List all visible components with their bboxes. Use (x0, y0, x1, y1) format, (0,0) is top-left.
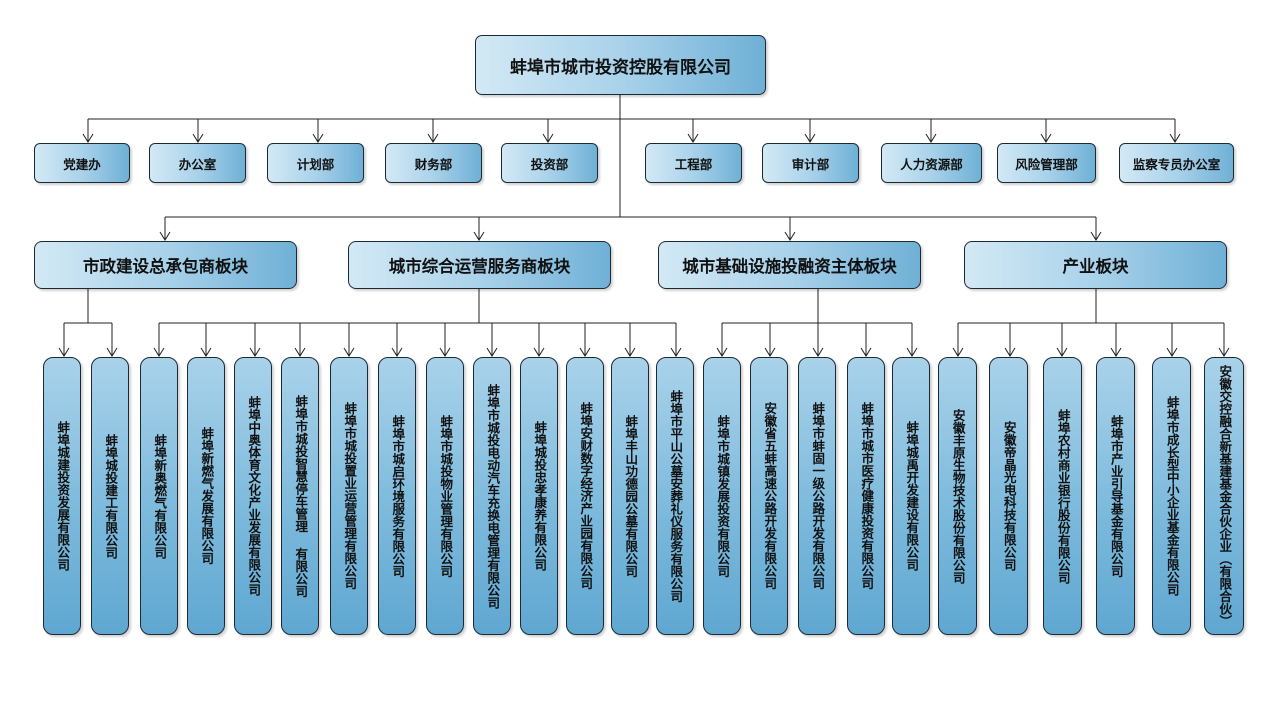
sector-infrastructure-financing: 城市基础设施投融资主体板块 (658, 241, 921, 289)
arrow-head (1110, 347, 1122, 357)
dept-risk-management: 风险管理部 (997, 143, 1096, 183)
company-box: 蚌埠市成长型中小企业基金有限公司 (1152, 357, 1191, 635)
arrow-head (1218, 347, 1230, 357)
company-box: 蚌埠新奥燃气有限公司 (140, 357, 178, 635)
arrow-head (670, 347, 682, 357)
arrow-head (153, 347, 165, 357)
company-box: 蚌埠市城市医疗健康投资有限公司 (847, 357, 885, 635)
sector-industry: 产业板块 (964, 241, 1227, 289)
sector-urban-operation-services: 城市综合运营服务商板块 (348, 241, 611, 289)
arrow-head (1004, 347, 1016, 357)
arrow-head (784, 231, 796, 241)
arrow-head (1169, 133, 1181, 143)
company-box: 蚌埠市城镇发展投资有限公司 (703, 357, 741, 635)
arrow-head (804, 133, 816, 143)
arrow-head (391, 347, 403, 357)
company-box: 蚌埠城建投资发展有限公司 (43, 357, 81, 635)
company-box: 蚌埠市产业引导基金有限公司 (1096, 357, 1135, 635)
company-box: 蚌埠市平山公墓安葬礼仪服务有限公司 (656, 357, 694, 635)
company-box: 安徽交控融合新基建基金合伙企业（有限合伙） (1204, 357, 1244, 635)
dept-supervision-office: 监察专员办公室 (1119, 143, 1234, 183)
dept-party-building-office: 党建办 (34, 143, 130, 183)
dept-audit: 审计部 (762, 143, 859, 183)
company-box: 蚌埠市城投智慧停车管理 有限公司 (281, 357, 319, 635)
sector-municipal-construction: 市政建设总承包商板块 (34, 241, 297, 289)
dept-general-office: 办公室 (149, 143, 246, 183)
dept-planning: 计划部 (267, 143, 364, 183)
arrow-head (860, 347, 872, 357)
company-box: 安徽丰原生物技术股份有限公司 (938, 357, 977, 635)
arrow-head (439, 347, 451, 357)
arrow-head (925, 133, 937, 143)
arrow-head (1040, 133, 1052, 143)
company-box: 蚌埠市蚌固一级公路开发有限公司 (798, 357, 836, 635)
company-box: 蚌埠市城投置业运营管理有限公司 (330, 357, 368, 635)
arrow-head (473, 231, 485, 241)
arrow-head (343, 347, 355, 357)
company-box: 安徽帝晶光电科技有限公司 (989, 357, 1028, 635)
arrow-head (82, 133, 94, 143)
company-box: 蚌埠市城启环境服务有限公司 (378, 357, 416, 635)
arrow-head (533, 347, 545, 357)
company-box: 蚌埠城投建工有限公司 (91, 357, 129, 635)
company-box: 蚌埠新燃气发展有限公司 (187, 357, 225, 635)
arrow-head (294, 347, 306, 357)
dept-finance: 财务部 (385, 143, 482, 183)
arrow-head (312, 133, 324, 143)
arrow-head (427, 133, 439, 143)
arrow-head (192, 133, 204, 143)
company-box: 蚌埠城投忠孝康养有限公司 (520, 357, 558, 635)
root-company: 蚌埠市城市投资控股有限公司 (475, 35, 766, 95)
company-box: 蚌埠农村商业银行股份有限公司 (1043, 357, 1082, 635)
arrow-head (106, 347, 118, 357)
arrow-head (249, 347, 261, 357)
arrow-head (159, 231, 171, 241)
company-box: 蚌埠安财数字经济产业园有限公司 (566, 357, 604, 635)
arrow-head (58, 347, 70, 357)
company-box: 安徽省五蚌高速公路开发有限公司 (750, 357, 788, 635)
arrow-head (624, 347, 636, 357)
arrow-head (906, 347, 918, 357)
arrow-head (716, 347, 728, 357)
arrow-head (486, 347, 498, 357)
company-box: 蚌埠中奥体育文化产业发展有限公司 (234, 357, 272, 635)
arrow-head (1090, 231, 1102, 241)
arrow-head (1056, 347, 1068, 357)
arrow-head (1166, 347, 1178, 357)
dept-human-resources: 人力资源部 (881, 143, 982, 183)
dept-engineering: 工程部 (645, 143, 742, 183)
arrow-head (952, 347, 964, 357)
dept-investment: 投资部 (501, 143, 598, 183)
company-box: 蚌埠市城投电动汽车充换电管理有限公司 (473, 357, 511, 635)
arrow-head (812, 347, 824, 357)
arrow-head (764, 347, 776, 357)
company-box: 蚌埠丰山功德园公墓有限公司 (611, 357, 649, 635)
arrow-head (687, 133, 699, 143)
company-box: 蚌埠城禹开发建设有限公司 (892, 357, 930, 635)
company-box: 蚌埠市城投物业管理有限公司 (426, 357, 464, 635)
arrow-head (542, 133, 554, 143)
arrow-head (200, 347, 212, 357)
arrow-head (579, 347, 591, 357)
